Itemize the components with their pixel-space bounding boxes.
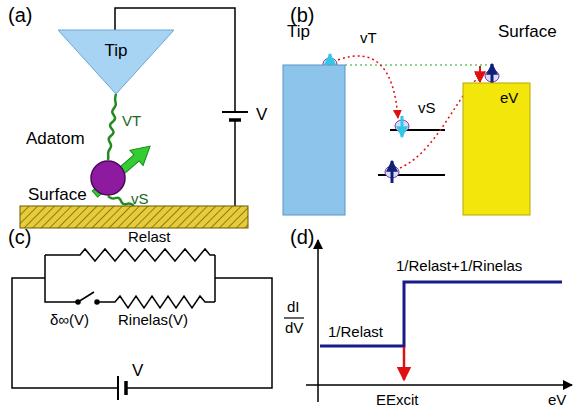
panel-letter: (d) <box>290 226 314 248</box>
bias-label: eV <box>500 90 518 107</box>
conductance-plot <box>284 240 572 402</box>
substrate-outline <box>20 206 248 228</box>
adatom-outline <box>90 160 126 196</box>
level-label: 1/Relast <box>328 324 383 341</box>
panel-letter: (b) <box>290 4 314 26</box>
tip-band-outline <box>283 65 345 215</box>
step-curve <box>320 282 562 346</box>
wire <box>45 255 76 302</box>
stm-tip: Tip <box>58 30 174 94</box>
surface-band <box>20 206 248 228</box>
adatom-sphere <box>91 161 125 195</box>
wire <box>126 278 272 388</box>
fermi-level-line <box>345 64 492 65</box>
tip-states <box>283 65 345 215</box>
resistor-symbol <box>99 296 215 308</box>
wire <box>234 120 236 206</box>
substrate: Surface <box>20 206 248 228</box>
axis-label: dV <box>285 320 303 337</box>
resistor-symbol <box>45 249 215 261</box>
electron <box>395 116 409 137</box>
battery-plate <box>229 118 241 122</box>
threshold-arrow <box>403 347 406 380</box>
surface-band: Surface <box>463 83 530 215</box>
bias-arrow <box>479 66 481 82</box>
switch-label: δ∞(V) <box>50 312 89 329</box>
axis-label: dI <box>287 299 300 316</box>
electron <box>385 161 399 183</box>
rate-label: vT <box>360 30 377 47</box>
stm-tip-outline <box>58 30 174 94</box>
resistor-label: Relast <box>128 229 171 246</box>
surface-states <box>463 83 530 215</box>
resistor-label: Rinelas(V) <box>118 312 188 329</box>
node-label: Tip <box>105 42 128 61</box>
edge-label: VT <box>122 113 141 130</box>
switch-contact <box>95 300 99 304</box>
battery-plate <box>117 376 119 400</box>
surface-band-outline <box>463 83 530 215</box>
tunneling-link <box>108 94 116 160</box>
voltage-label: V <box>256 106 267 125</box>
axis-label: eV <box>548 392 566 409</box>
panel-letter: (a) <box>8 4 32 26</box>
tunneling-link <box>108 196 134 206</box>
y-axis <box>317 240 319 402</box>
tip-triangle <box>58 30 174 94</box>
fraction-bar <box>284 317 304 318</box>
axis-tick-label: EExcit <box>376 392 419 409</box>
edge-label: vS <box>131 191 149 208</box>
x-axis <box>306 384 572 386</box>
rate-label: vS <box>418 100 436 117</box>
panel-letter: (c) <box>8 226 31 248</box>
equivalent-circuit <box>12 249 272 400</box>
node-label: Surface <box>28 186 87 205</box>
node-label: Surface <box>498 23 557 42</box>
level-label: 1/Relast+1/Rinelas <box>396 258 522 275</box>
switch-blade <box>78 292 94 302</box>
battery-plate <box>222 111 248 113</box>
tip-band: Tip <box>283 65 345 215</box>
tunnel-path <box>338 56 398 118</box>
wire <box>12 278 118 388</box>
node-label: Adatom <box>26 130 85 149</box>
voltage-label: V <box>132 362 143 381</box>
adatom: Adatom <box>90 160 126 196</box>
